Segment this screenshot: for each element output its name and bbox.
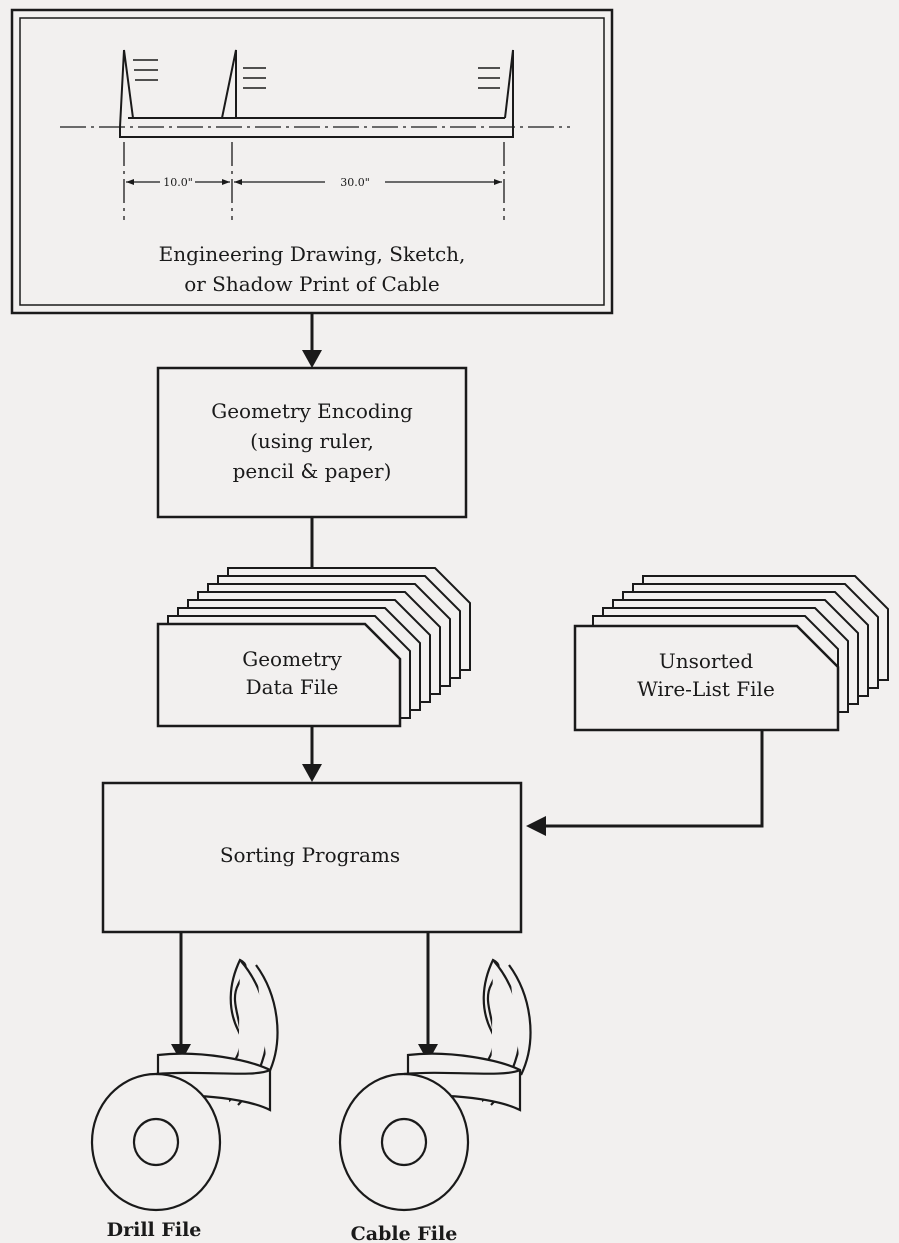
sorting-programs-label: Sorting Programs — [220, 843, 400, 867]
wire-list-line1: Unsorted — [659, 649, 753, 673]
dimension-30: 30.0" — [340, 176, 370, 189]
encoding-line1: Geometry Encoding — [211, 399, 413, 423]
cable-file-tape-reel-icon — [338, 958, 532, 1212]
encoding-line2: (using ruler, — [250, 429, 374, 453]
wire-list-file-stack: Unsorted Wire-List File — [573, 575, 889, 732]
cable-sketch — [60, 49, 570, 138]
arrowhead-icon — [526, 816, 546, 836]
dimension-10: 10.0" — [163, 176, 193, 189]
arrowhead-icon — [302, 764, 322, 782]
arrowhead-icon — [302, 350, 322, 368]
cable-file-label: Cable File — [351, 1223, 458, 1243]
geometry-file-line2: Data File — [246, 675, 339, 699]
drill-file-tape-reel-icon — [90, 958, 279, 1212]
drawing-box-title-line1: Engineering Drawing, Sketch, — [159, 242, 466, 266]
arrow-wirelist-to-sorting — [540, 730, 764, 828]
dimension-lines — [123, 142, 505, 220]
engineering-drawing-box: 10.0" 30.0" Engineering Drawing, Sketch,… — [10, 8, 614, 315]
encoding-line3: pencil & paper) — [233, 459, 392, 483]
sorting-programs-box: Sorting Programs — [101, 781, 523, 934]
drawing-box-title-line2: or Shadow Print of Cable — [184, 272, 440, 296]
drill-file-label: Drill File — [107, 1219, 202, 1241]
wire-list-line2: Wire-List File — [637, 677, 775, 701]
geometry-encoding-box: Geometry Encoding (using ruler, pencil &… — [156, 366, 468, 519]
geometry-file-line1: Geometry — [242, 647, 342, 671]
geometry-data-file-stack: Geometry Data File — [156, 567, 471, 728]
